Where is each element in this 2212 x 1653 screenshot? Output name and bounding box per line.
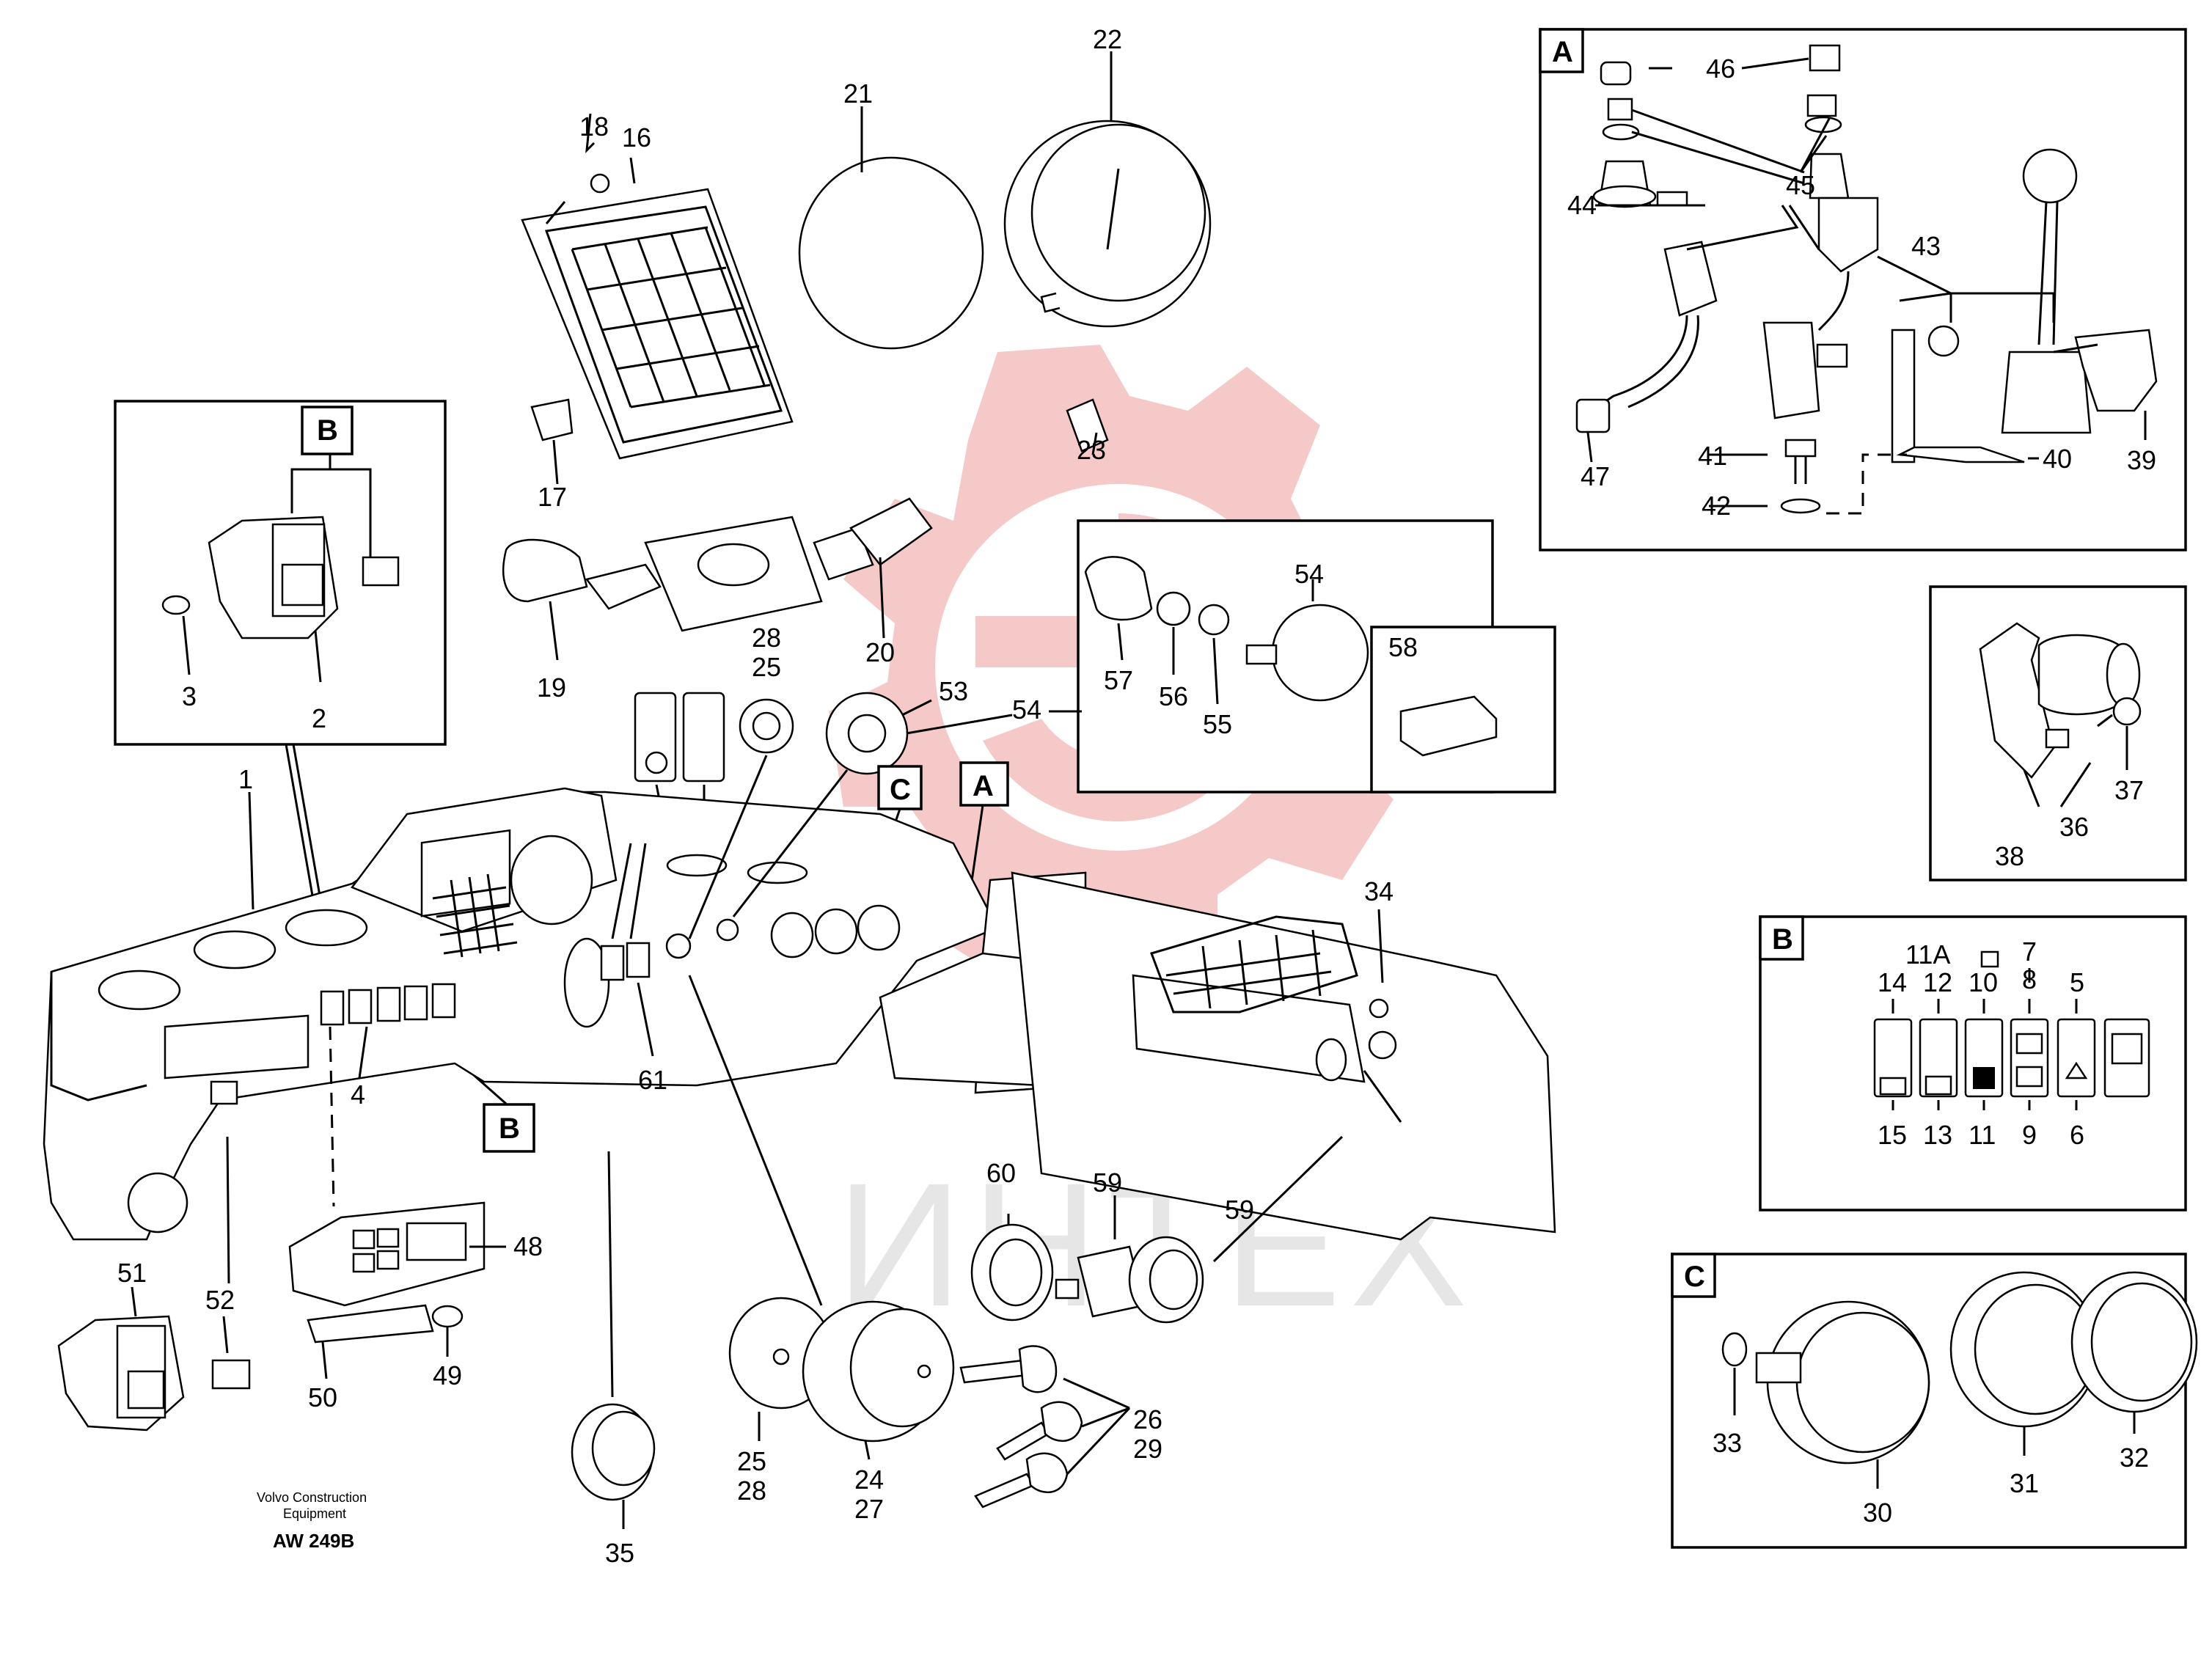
- label-6: 6: [2070, 1120, 2084, 1150]
- inset-a: A: [1539, 28, 2187, 551]
- label-5: 5: [2070, 967, 2084, 997]
- label-13: 13: [1923, 1120, 1952, 1150]
- label-44: 44: [1567, 190, 1597, 220]
- inset-rotary-switch: 54 57 56 55 58: [1049, 519, 1556, 793]
- inset-b-top-title: B: [317, 414, 338, 447]
- label-46: 46: [1706, 54, 1735, 84]
- right-console: 34: [879, 871, 1556, 1241]
- label-42: 42: [1702, 491, 1731, 521]
- label-59-right: 59: [1225, 1195, 1254, 1225]
- label-32: 32: [2120, 1443, 2149, 1473]
- inset-b-top: B 3 2: [114, 400, 447, 746]
- label-11: 11: [1969, 1120, 1996, 1150]
- callout-a: A: [959, 761, 1009, 932]
- label-16: 16: [622, 122, 651, 153]
- label-38: 38: [1995, 841, 2024, 871]
- label-36: 36: [2059, 812, 2089, 842]
- label-41: 41: [1698, 441, 1727, 471]
- label-61: 61: [638, 1065, 667, 1095]
- label-56: 56: [1159, 681, 1188, 711]
- label-10: 10: [1969, 967, 1998, 997]
- dashboard: 1 4 61: [43, 755, 999, 1241]
- inset-b-right: B 11A 7 8 14 12 10 5 15 13 11 9 6: [1759, 915, 2187, 1212]
- label-7: 7: [2022, 937, 2037, 967]
- footer-code: AW 249B: [273, 1530, 354, 1552]
- label-25-top: 25: [752, 652, 781, 682]
- group-lower-left: 48 49 50 51 52: [57, 1136, 543, 1432]
- label-45: 45: [1786, 170, 1815, 200]
- label-3: 3: [182, 681, 197, 711]
- label-9: 9: [2022, 1120, 2037, 1150]
- label-59-left: 59: [1093, 1168, 1122, 1198]
- label-50: 50: [308, 1382, 337, 1412]
- callout-c-label: C: [890, 774, 911, 806]
- label-54-inset: 54: [1294, 559, 1324, 589]
- switch-bank: [320, 983, 456, 1026]
- label-27: 27: [854, 1494, 884, 1524]
- label-1: 1: [238, 764, 253, 794]
- label-48: 48: [513, 1231, 543, 1261]
- label-20: 20: [865, 637, 895, 667]
- inset-b-right-title: B: [1772, 923, 1793, 956]
- label-24: 24: [854, 1465, 884, 1495]
- label-35: 35: [605, 1538, 634, 1568]
- label-31: 31: [2010, 1468, 2039, 1498]
- label-8: 8: [2022, 964, 2037, 994]
- footer: Volvo Construction Equipment AW 249B: [257, 1490, 367, 1552]
- label-39: 39: [2127, 445, 2156, 475]
- label-47: 47: [1581, 461, 1610, 491]
- footer-maker-line1: Volvo Construction: [257, 1490, 367, 1505]
- label-51: 51: [117, 1258, 147, 1288]
- label-57: 57: [1104, 665, 1133, 695]
- switch-row: [1873, 1018, 2150, 1098]
- label-15: 15: [1878, 1120, 1907, 1150]
- callout-b-label: B: [499, 1113, 520, 1145]
- label-40: 40: [2043, 444, 2072, 474]
- inset-a-title: A: [1552, 36, 1573, 68]
- label-53: 53: [939, 676, 968, 706]
- label-28-top: 28: [752, 623, 781, 653]
- label-49: 49: [433, 1360, 462, 1390]
- label-37: 37: [2114, 775, 2144, 805]
- group-lower-center: 35 25 28 24 27 26 29 60 59 59: [571, 975, 1344, 1568]
- label-19: 19: [537, 672, 566, 703]
- label-14: 14: [1878, 967, 1907, 997]
- display-grid: [432, 873, 518, 958]
- label-30: 30: [1863, 1498, 1892, 1528]
- inset-light: 37 36 38: [1929, 585, 2187, 882]
- label-43: 43: [1911, 231, 1941, 261]
- label-2: 2: [312, 703, 326, 733]
- label-23: 23: [1077, 435, 1106, 465]
- inset-c-title: C: [1684, 1261, 1705, 1293]
- stalk-switch: 19 20: [502, 497, 933, 703]
- label-55: 55: [1203, 709, 1232, 739]
- label-25-lower: 25: [737, 1446, 766, 1476]
- group-top-center: 18 16 17 21 22 23: [521, 24, 1212, 512]
- label-60: 60: [986, 1158, 1016, 1188]
- footer-maker-line2: Equipment: [283, 1506, 346, 1521]
- label-22: 22: [1093, 24, 1122, 54]
- label-11a: 11A: [1905, 939, 1950, 970]
- label-29: 29: [1133, 1434, 1162, 1464]
- label-12: 12: [1923, 967, 1952, 997]
- label-17: 17: [538, 482, 567, 512]
- label-28-lower: 28: [737, 1476, 766, 1506]
- label-33: 33: [1713, 1428, 1742, 1458]
- callout-c: C: [864, 765, 923, 910]
- label-54-main: 54: [1012, 694, 1041, 725]
- label-26: 26: [1133, 1404, 1162, 1434]
- label-4: 4: [351, 1080, 365, 1110]
- keypad-grid: [571, 226, 771, 408]
- label-58: 58: [1388, 632, 1418, 662]
- label-18: 18: [579, 111, 609, 142]
- label-52: 52: [205, 1285, 235, 1315]
- console-keypad: [1150, 915, 1358, 1014]
- label-21: 21: [843, 78, 873, 109]
- label-34: 34: [1364, 876, 1394, 906]
- callout-a-label: A: [973, 770, 994, 802]
- inset-c: C 33 30 31 32: [1671, 1253, 2198, 1549]
